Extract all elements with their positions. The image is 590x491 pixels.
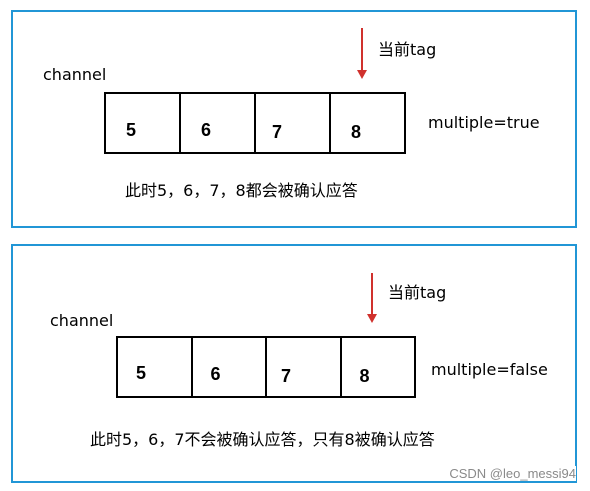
diagram-panel-multiple-false (11, 244, 577, 483)
current-tag-label: 当前tag (388, 283, 447, 302)
channel-label: channel (43, 65, 107, 84)
diagram-caption: 此时5，6，7不会被确认应答，只有8被确认应答 (90, 430, 435, 449)
delivery-tag-number: 6 (210, 364, 221, 384)
multiple-flag-label: multiple=false (431, 360, 548, 379)
delivery-tag-number: 5 (126, 120, 137, 140)
watermark: CSDN @leo_messi94 (449, 466, 576, 481)
queue-cell: 5 (106, 94, 181, 152)
delivery-tag-number: 7 (272, 122, 283, 142)
channel-queue: 5 6 7 8 (116, 336, 416, 398)
current-tag-label: 当前tag (378, 40, 437, 59)
queue-cell: 7 (256, 94, 331, 152)
delivery-tag-number: 5 (136, 363, 147, 383)
queue-cell: 6 (181, 94, 256, 152)
queue-cell: 7 (267, 338, 342, 396)
queue-cell: 8 (331, 94, 404, 152)
delivery-tag-number: 8 (351, 122, 362, 142)
delivery-tag-number: 6 (201, 120, 212, 140)
queue-cell: 5 (118, 338, 193, 396)
delivery-tag-number: 7 (281, 366, 292, 386)
queue-cell: 8 (342, 338, 415, 396)
channel-label: channel (50, 311, 114, 330)
delivery-tag-number: 8 (359, 366, 370, 386)
multiple-flag-label: multiple=true (428, 113, 540, 132)
queue-cell: 6 (193, 338, 267, 396)
diagram-caption: 此时5，6，7，8都会被确认应答 (125, 181, 358, 200)
channel-queue: 5 6 7 8 (104, 92, 406, 154)
